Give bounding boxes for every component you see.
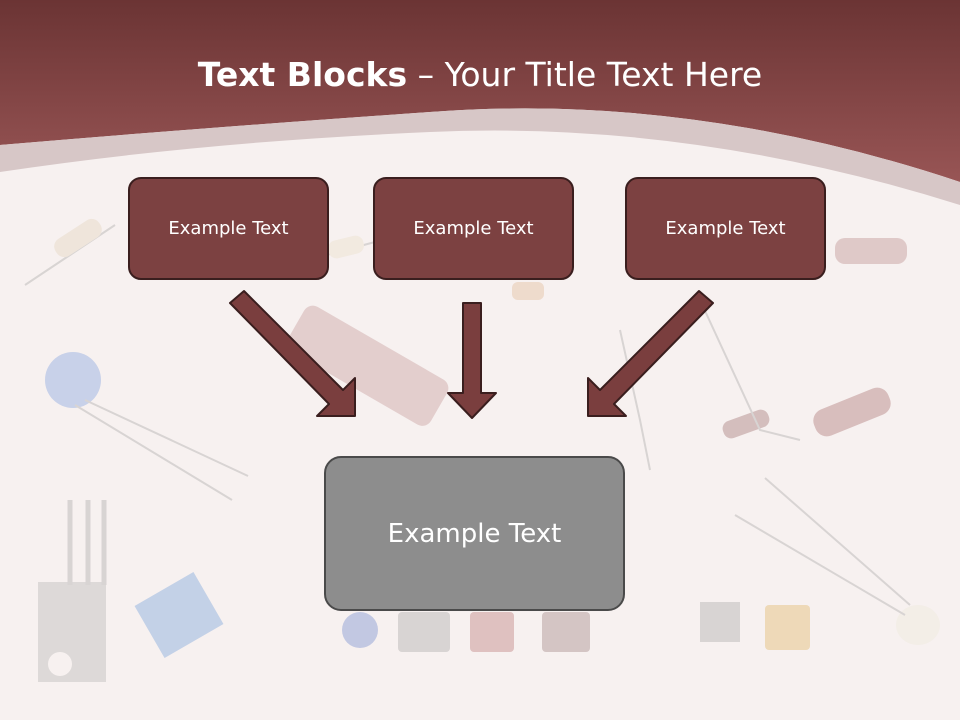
text-block-3-label: Example Text bbox=[665, 218, 786, 239]
slide-title: Text Blocks – Your Title Text Here bbox=[0, 52, 960, 98]
banner-swoosh bbox=[0, 108, 960, 205]
title-bold: Text Blocks bbox=[197, 55, 408, 94]
component-sketches bbox=[24, 218, 940, 682]
title-banner bbox=[0, 0, 960, 182]
text-block-3[interactable]: Example Text bbox=[625, 177, 826, 280]
text-block-2-label: Example Text bbox=[413, 218, 534, 239]
text-block-2[interactable]: Example Text bbox=[373, 177, 574, 280]
title-rest: Your Title Text Here bbox=[444, 55, 763, 94]
text-block-1-label: Example Text bbox=[168, 218, 289, 239]
result-block-label: Example Text bbox=[387, 518, 562, 549]
arrow-right bbox=[587, 290, 714, 417]
title-dash: – bbox=[417, 55, 435, 94]
text-block-1[interactable]: Example Text bbox=[128, 177, 329, 280]
arrow-center bbox=[447, 302, 497, 419]
result-block[interactable]: Example Text bbox=[324, 456, 625, 611]
arrow-left bbox=[229, 290, 356, 417]
